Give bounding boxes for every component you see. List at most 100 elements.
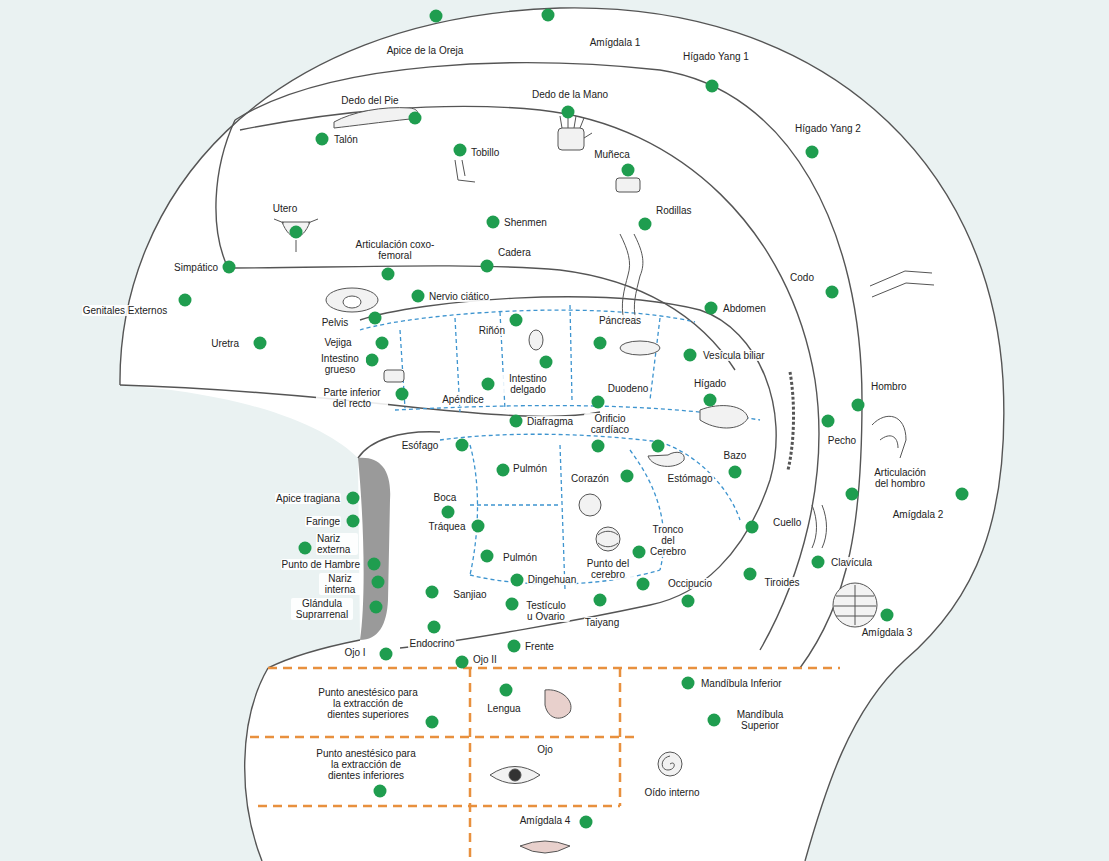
point-dot bbox=[746, 521, 759, 534]
point-dot bbox=[592, 396, 605, 409]
eye-pupil bbox=[509, 769, 521, 781]
point-dot bbox=[744, 568, 757, 581]
point-label: Tiroides bbox=[763, 577, 800, 588]
point-dot bbox=[580, 816, 593, 829]
grid-line bbox=[268, 667, 840, 670]
point-label: Dedo del Pie bbox=[340, 95, 399, 106]
grid-line bbox=[469, 668, 472, 861]
point-dot bbox=[347, 492, 360, 505]
point-dot bbox=[826, 286, 839, 299]
point-dot bbox=[708, 714, 721, 727]
helix-inner bbox=[235, 63, 862, 668]
point-dot bbox=[562, 106, 575, 119]
point-dot bbox=[428, 621, 441, 634]
grid-line bbox=[258, 805, 620, 808]
lobe-edge bbox=[245, 668, 268, 861]
arm-icon bbox=[870, 271, 934, 297]
point-label: Apéndice bbox=[441, 394, 485, 405]
point-label: Ojo II bbox=[472, 654, 498, 665]
point-dot bbox=[412, 290, 425, 303]
point-dot bbox=[852, 399, 865, 412]
point-label: Corazón bbox=[570, 473, 610, 484]
point-dot bbox=[254, 337, 267, 350]
point-label: Hígado bbox=[693, 378, 727, 389]
point-label: Páncreas bbox=[598, 315, 642, 326]
intestine-icon bbox=[384, 370, 404, 382]
point-dot bbox=[409, 112, 422, 125]
spine-icon bbox=[788, 372, 794, 470]
point-label: Utero bbox=[272, 203, 298, 214]
point-dot bbox=[380, 648, 393, 661]
point-dot bbox=[621, 470, 634, 483]
zone-line bbox=[560, 445, 565, 590]
point-dot bbox=[705, 302, 718, 315]
point-label: Bazo bbox=[723, 450, 748, 461]
uterus-lines bbox=[274, 219, 318, 252]
pancreas-icon bbox=[620, 341, 660, 355]
point-dot bbox=[179, 294, 192, 307]
point-label: Duodeno bbox=[607, 383, 650, 394]
point-label: Talón bbox=[333, 134, 359, 145]
organ-zones bbox=[360, 305, 760, 590]
point-label: Rodillas bbox=[655, 205, 693, 216]
lobe-region: Ojo bbox=[472, 739, 618, 804]
region-label: Punto anestésico para la extracción de d… bbox=[317, 687, 419, 720]
point-label: Punto del cerebro bbox=[581, 558, 635, 580]
inner-ear-spiral bbox=[662, 756, 674, 770]
point-label: Tráquea bbox=[428, 521, 467, 532]
ear-lines bbox=[120, 8, 1004, 861]
lobe-region: Punto anestésico para la extracción de d… bbox=[262, 739, 468, 804]
point-dot bbox=[506, 598, 519, 611]
wrist-icon bbox=[616, 178, 640, 192]
point-label: Punto de Hambre bbox=[281, 559, 361, 570]
point-dot bbox=[472, 520, 485, 533]
point-dot bbox=[369, 312, 382, 325]
point-dot bbox=[482, 378, 495, 391]
region-label: Ojo bbox=[536, 744, 554, 755]
point-dot bbox=[704, 394, 717, 407]
point-dot bbox=[510, 314, 523, 327]
point-dot bbox=[374, 785, 387, 798]
point-dot bbox=[368, 558, 381, 571]
point-label: Boca bbox=[433, 492, 458, 503]
point-dot bbox=[622, 164, 635, 177]
point-label: Pulmón bbox=[512, 463, 548, 474]
point-label: Apice de la Oreja bbox=[386, 45, 465, 56]
point-label: Vejiga bbox=[323, 337, 352, 348]
point-label: Cadera bbox=[497, 247, 532, 258]
point-label: Faringe bbox=[305, 516, 341, 527]
region-label: Punto anestésico para la extracción de d… bbox=[315, 748, 417, 781]
lobe-region: Punto anestésico para la extracción de d… bbox=[262, 670, 468, 735]
point-dot bbox=[812, 556, 825, 569]
helix-outer bbox=[120, 8, 1004, 861]
point-dot bbox=[510, 415, 523, 428]
point-dot bbox=[481, 260, 494, 273]
point-label: Frente bbox=[524, 641, 555, 652]
point-dot bbox=[706, 80, 719, 93]
point-dot bbox=[497, 464, 510, 477]
region-label: Mandíbula Superior bbox=[730, 709, 790, 731]
tongue-icon bbox=[545, 690, 571, 718]
point-dot bbox=[594, 594, 607, 607]
zone-line bbox=[440, 434, 660, 442]
point-label: Amígdala 2 bbox=[892, 509, 945, 520]
point-label: Dedo de la Mano bbox=[531, 89, 609, 100]
brain-icon bbox=[596, 527, 620, 551]
point-dot bbox=[542, 9, 555, 22]
point-dot bbox=[376, 337, 389, 350]
point-label: Pulmón bbox=[502, 552, 538, 563]
point-dot bbox=[806, 146, 819, 159]
point-label: Amígdala 1 bbox=[589, 37, 642, 48]
point-dot bbox=[637, 578, 650, 591]
point-label: Intestino delgado bbox=[502, 373, 554, 395]
point-label: Amígdala 3 bbox=[861, 627, 914, 638]
point-label: Codo bbox=[789, 272, 815, 283]
point-label: Articulación coxo-femoral bbox=[354, 239, 436, 261]
point-label: Simpático bbox=[173, 262, 219, 273]
point-dot bbox=[682, 595, 695, 608]
region-label: Oído interno bbox=[643, 787, 700, 798]
ribcage-lines bbox=[834, 585, 876, 625]
